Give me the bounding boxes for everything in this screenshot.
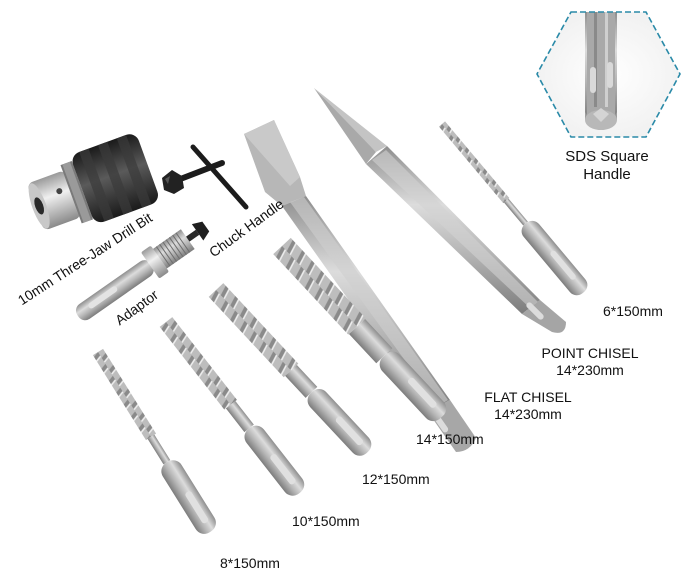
drill-14-size: 14*150mm [416, 431, 484, 447]
flat-chisel-label: FLAT CHISEL 14*230mm [476, 389, 580, 423]
flat-chisel-name: FLAT CHISEL [484, 389, 572, 405]
point-chisel-label: POINT CHISEL 14*230mm [534, 345, 646, 379]
chuck-key [162, 144, 249, 210]
point-chisel-name: POINT CHISEL [541, 345, 639, 361]
drill-12-size: 12*150mm [362, 471, 430, 487]
drill-bit-10mm [159, 317, 305, 496]
drill-bit-14mm [273, 237, 447, 422]
drill-6-size: 6*150mm [603, 303, 663, 319]
drill-bit-12mm [208, 283, 372, 456]
drill-chuck [28, 134, 158, 230]
sds-callout-line2: Handle [583, 166, 631, 183]
drill-bit-6mm [438, 121, 588, 296]
point-chisel [314, 88, 566, 333]
point-chisel-size: 14*230mm [556, 362, 624, 378]
flat-chisel-size: 14*230mm [494, 406, 562, 422]
sds-callout-title: SDS Square Handle [552, 148, 662, 184]
sds-callout-hexagon [536, 11, 681, 138]
drill-8-size: 8*150mm [220, 555, 280, 571]
drill-10-size: 10*150mm [292, 513, 360, 529]
drill-bit-8mm [92, 348, 216, 534]
sds-adaptor [75, 221, 210, 321]
sds-callout-line1: SDS Square [565, 148, 649, 165]
